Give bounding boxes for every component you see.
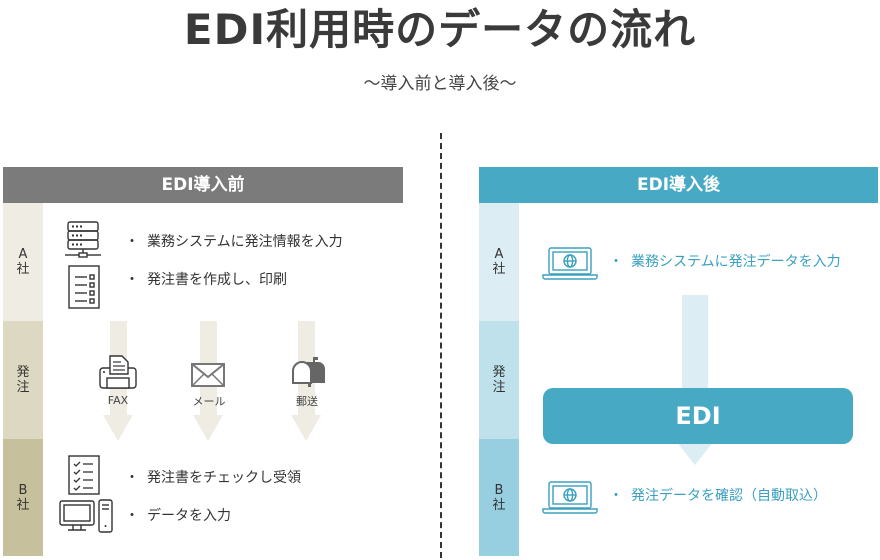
row-label-a: A — [18, 247, 28, 262]
after-a-item-1: ・業務システムに発注データを入力 — [609, 253, 841, 271]
row-label-company-a: A 社 — [479, 203, 519, 321]
channel-label-mail: メール — [192, 395, 226, 408]
before-b-item-1: ・発注書をチェックし受領 — [125, 469, 301, 487]
bullet: ・ — [125, 234, 139, 250]
before-edi-panel: EDI導入前 A 社 — [3, 167, 403, 556]
page-subtitle: ～導入前と導入後～ — [363, 74, 517, 94]
document-list-icon — [68, 265, 100, 309]
before-row-order: 発 注 FAX メール — [3, 321, 403, 439]
before-row-company-b: B 社 — [3, 439, 403, 556]
after-edi-header: EDI導入後 — [479, 167, 878, 203]
after-row-company-a: A 社 ・業務システムに発注データを入力 — [479, 203, 878, 321]
before-row-company-a: A 社 — [3, 203, 403, 321]
row-label-hatsu: 発 — [16, 365, 30, 380]
channel-label-fax: FAX — [107, 394, 129, 407]
bullet: ・ — [125, 272, 139, 288]
row-label-company-a: A 社 — [3, 203, 43, 321]
after-row-company-b: B 社 ・発注データを確認（自動取込） — [479, 439, 878, 556]
row-label-sha: 社 — [492, 262, 506, 277]
row-label-a: A — [494, 247, 504, 262]
before-edi-header: EDI導入前 — [3, 167, 403, 203]
bullet: ・ — [125, 508, 139, 524]
dashed-divider — [440, 133, 442, 558]
before-a-item-1: ・業務システムに発注情報を入力 — [125, 233, 343, 251]
bullet: ・ — [609, 254, 623, 270]
item-text: データを入力 — [147, 508, 231, 524]
row-label-chu: 注 — [16, 380, 30, 395]
row-label-b: B — [494, 482, 504, 498]
mailbox-icon — [292, 357, 326, 387]
item-text: 発注書を作成し、印刷 — [147, 272, 287, 288]
item-text: 業務システムに発注情報を入力 — [147, 234, 343, 250]
row-label-sha: 社 — [16, 262, 30, 277]
bullet: ・ — [609, 488, 623, 504]
after-edi-panel: EDI導入後 A 社 ・業務システムに発注データを入力 — [479, 167, 878, 556]
mail-envelope-icon — [191, 363, 225, 387]
before-b-item-2: ・データを入力 — [125, 507, 231, 525]
row-label-order: 発 注 — [3, 321, 43, 439]
row-label-company-b: B 社 — [3, 439, 43, 556]
item-text: 発注書をチェックし受領 — [147, 470, 301, 486]
server-icon — [65, 221, 101, 258]
desktop-computer-icon — [59, 499, 113, 533]
row-label-company-b: B 社 — [479, 439, 519, 556]
laptop-globe-icon — [542, 481, 598, 514]
checklist-icon — [68, 455, 100, 495]
item-text: 発注データを確認（自動取込） — [631, 488, 827, 504]
row-label-hatsu: 発 — [492, 365, 506, 380]
edi-system-box: EDI — [543, 388, 853, 444]
page-title: EDI利用時のデータの流れ — [183, 5, 697, 54]
before-a-item-2: ・発注書を作成し、印刷 — [125, 271, 287, 289]
after-b-item-1: ・発注データを確認（自動取込） — [609, 487, 827, 505]
bullet: ・ — [125, 470, 139, 486]
fax-flow-arrowhead — [103, 415, 133, 441]
laptop-globe-icon — [542, 247, 598, 280]
row-label-chu: 注 — [492, 380, 506, 395]
after-row-order: 発 注 — [479, 321, 878, 439]
item-text: 業務システムに発注データを入力 — [631, 254, 841, 270]
channel-label-post: 郵送 — [296, 395, 318, 408]
row-label-b: B — [18, 482, 28, 498]
mail-flow-arrowhead — [193, 415, 223, 441]
fax-printer-icon — [99, 355, 137, 389]
post-flow-arrowhead — [291, 415, 321, 441]
row-label-order: 発 注 — [479, 321, 519, 439]
row-label-sha: 社 — [16, 497, 30, 513]
row-label-sha: 社 — [492, 497, 506, 513]
